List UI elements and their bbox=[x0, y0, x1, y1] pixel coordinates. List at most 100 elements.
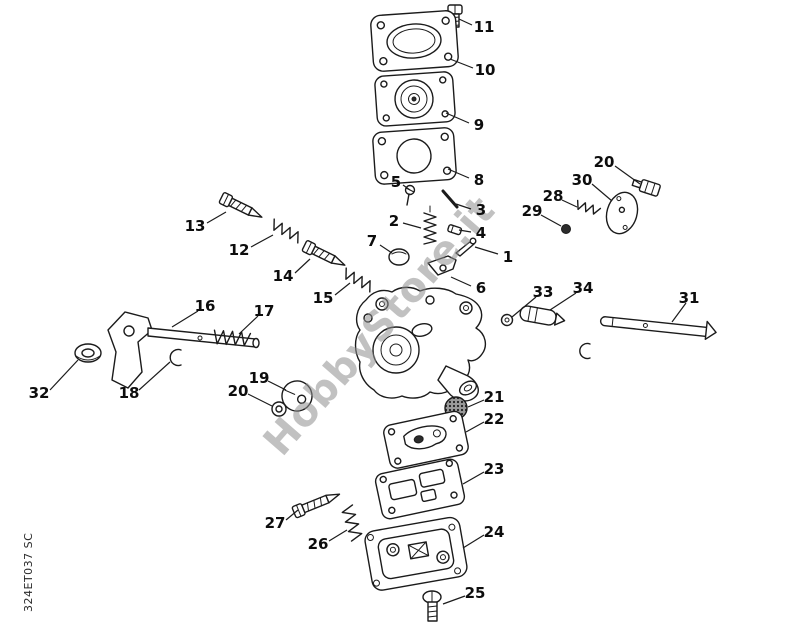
callout-label-21: 21 bbox=[484, 388, 505, 406]
callout-label-1: 1 bbox=[503, 248, 513, 266]
callout-label-7: 7 bbox=[367, 232, 377, 250]
leader-line-2 bbox=[402, 222, 422, 229]
part-metering-spring bbox=[423, 205, 437, 245]
leader-line-14 bbox=[294, 258, 311, 274]
callout-label-11: 11 bbox=[474, 18, 495, 36]
leader-line-20 bbox=[614, 165, 641, 185]
leader-line-24 bbox=[462, 534, 485, 549]
part-small-nut bbox=[271, 401, 287, 417]
part-bottom-screw bbox=[422, 590, 442, 622]
callout-label-18: 18 bbox=[119, 384, 140, 402]
part-adjust-spring-h bbox=[273, 218, 299, 244]
part-pump-end-cover bbox=[364, 516, 468, 591]
part-pump-gasket bbox=[374, 458, 466, 520]
part-carburetor-body bbox=[354, 286, 487, 402]
part-adjust-screw-h bbox=[218, 192, 263, 218]
leader-line-18 bbox=[138, 361, 171, 391]
leader-line-10 bbox=[449, 58, 474, 69]
callout-label-27: 27 bbox=[265, 514, 286, 532]
part-pump-screw bbox=[291, 493, 341, 519]
part-swivel-disc bbox=[281, 380, 313, 412]
callout-label-5: 5 bbox=[391, 173, 401, 191]
leader-line-25 bbox=[442, 595, 466, 605]
callout-label-32: 32 bbox=[29, 384, 50, 402]
part-pump-diaphragm bbox=[383, 410, 469, 469]
leader-line-15 bbox=[334, 282, 351, 296]
callout-label-34: 34 bbox=[573, 279, 594, 297]
callout-label-24: 24 bbox=[484, 523, 505, 541]
leader-line-17 bbox=[238, 315, 259, 335]
callout-label-23: 23 bbox=[484, 460, 505, 478]
leader-line-30 bbox=[591, 183, 613, 202]
leader-line-6 bbox=[450, 276, 472, 287]
callout-label-29: 29 bbox=[522, 202, 543, 220]
leader-line-20 bbox=[247, 393, 273, 407]
leader-line-26 bbox=[328, 529, 348, 542]
callout-label-9: 9 bbox=[474, 116, 484, 134]
callout-label-6: 6 bbox=[476, 279, 486, 297]
leader-line-8 bbox=[447, 168, 470, 179]
leader-line-19 bbox=[267, 380, 287, 391]
callout-label-13: 13 bbox=[185, 217, 206, 235]
callout-label-4: 4 bbox=[476, 224, 486, 242]
part-metering-lever bbox=[427, 255, 457, 276]
callout-label-15: 15 bbox=[313, 289, 334, 307]
leader-line-9 bbox=[445, 112, 470, 124]
leader-line-32 bbox=[49, 359, 79, 391]
part-round-cover bbox=[605, 191, 639, 235]
part-shaft-rod bbox=[599, 316, 717, 341]
leader-line-27 bbox=[285, 509, 299, 521]
leader-line-16 bbox=[171, 310, 199, 328]
leader-line-5 bbox=[402, 184, 411, 191]
part-detent-spring bbox=[576, 199, 602, 215]
callout-label-22: 22 bbox=[484, 410, 505, 428]
part-adjust-screw-l bbox=[301, 240, 346, 266]
callout-label-8: 8 bbox=[474, 171, 484, 189]
part-gasket-top bbox=[372, 127, 457, 185]
part-pump-spring bbox=[341, 504, 363, 542]
leader-line-28 bbox=[561, 199, 578, 208]
leader-line-31 bbox=[671, 302, 687, 323]
part-shaft-clip bbox=[169, 348, 182, 367]
leader-line-29 bbox=[540, 214, 562, 227]
callout-label-14: 14 bbox=[273, 267, 294, 285]
leader-line-11 bbox=[458, 18, 473, 26]
callout-label-16: 16 bbox=[195, 297, 216, 315]
part-welch-plug bbox=[388, 248, 410, 266]
part-shaft-spring bbox=[213, 329, 252, 347]
leader-line-1 bbox=[474, 246, 499, 255]
part-inlet-needle bbox=[455, 237, 477, 257]
callout-label-12: 12 bbox=[229, 241, 250, 259]
callout-label-19: 19 bbox=[249, 369, 270, 387]
part-rod-clip bbox=[579, 342, 591, 360]
leader-line-21 bbox=[467, 399, 485, 408]
leader-line-23 bbox=[462, 471, 485, 485]
callout-label-10: 10 bbox=[475, 61, 496, 79]
side-code-text: 324ET037 SC bbox=[22, 533, 35, 612]
leader-line-3 bbox=[455, 203, 472, 210]
leader-line-12 bbox=[250, 234, 274, 248]
leader-line-33 bbox=[511, 296, 537, 318]
part-detent-ball bbox=[561, 224, 571, 234]
callout-label-20: 20 bbox=[228, 382, 249, 400]
part-lever-pin bbox=[441, 189, 459, 209]
callout-label-17: 17 bbox=[254, 302, 275, 320]
part-plug-cylinder bbox=[519, 305, 566, 326]
part-valve-seat bbox=[447, 224, 463, 236]
leader-line-34 bbox=[549, 292, 577, 311]
part-throttle-shaft-assembly bbox=[107, 311, 260, 389]
part-washer bbox=[500, 313, 514, 327]
part-cap-nut bbox=[74, 343, 102, 363]
leader-line-4 bbox=[458, 229, 472, 233]
part-adjust-spring-l bbox=[345, 267, 371, 293]
callout-label-20: 20 bbox=[594, 153, 615, 171]
callout-label-31: 31 bbox=[679, 289, 700, 307]
callout-label-28: 28 bbox=[543, 187, 564, 205]
part-pump-cover bbox=[370, 10, 459, 72]
callout-label-30: 30 bbox=[572, 171, 593, 189]
part-diaphragm-top bbox=[374, 71, 456, 127]
callout-label-3: 3 bbox=[476, 201, 486, 219]
